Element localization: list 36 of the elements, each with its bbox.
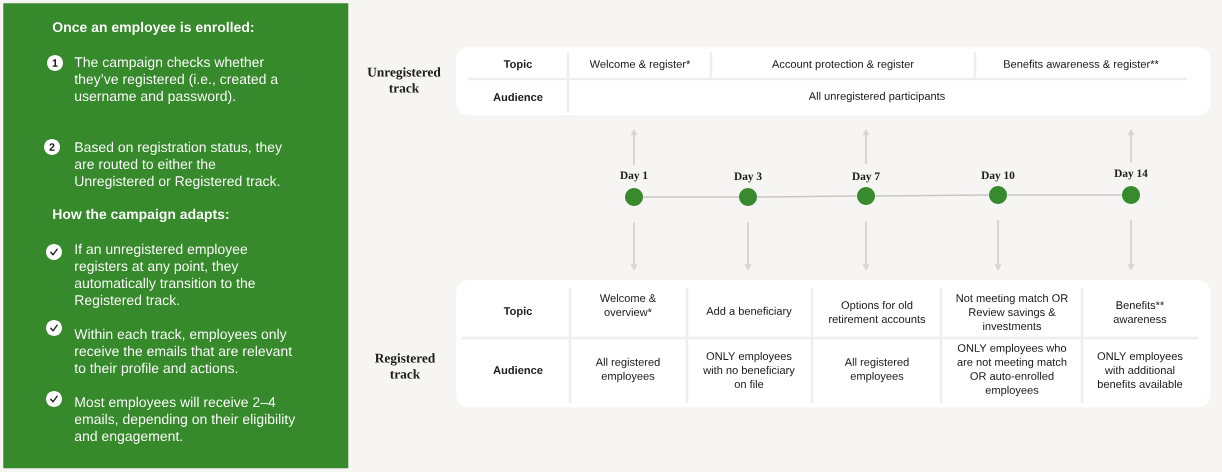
table-text: ONLY employees with no beneficiary on file	[703, 351, 795, 389]
connector-line	[642, 196, 740, 198]
row-heading: Topic	[503, 306, 533, 318]
row-heading: Audience	[493, 92, 543, 102]
row-heading: Audience	[493, 365, 543, 375]
row-heading: Topic	[503, 59, 533, 71]
paragraph: Within each track, employees only receive the emails that are relevant to their profile and actions.	[74, 328, 292, 376]
table-text: Benefits** awareness	[1113, 300, 1167, 324]
table-text: ONLY employees who are not meeting match OR auto-enrolled employees	[957, 343, 1067, 397]
day-label: Day 14	[1114, 169, 1148, 180]
day-label: Day 1	[620, 171, 648, 182]
table-text: All registered employees	[844, 357, 909, 383]
connector-line	[874, 194, 990, 197]
table-text: Benefits awareness & register**	[1004, 59, 1159, 71]
day-label: Day 3	[734, 172, 762, 183]
panel-heading: Once an employee is enrolled:	[52, 21, 254, 35]
table-text: ONLY employees with additional benefits available	[1097, 351, 1183, 389]
table-text: Options for old retirement accounts	[829, 300, 926, 324]
track-title: Registered track	[375, 353, 436, 379]
connector-line	[756, 195, 858, 198]
table-text: All registered employees	[595, 357, 660, 383]
paragraph: Based on registration status, they are routed to either the Unregistered or Registered track.	[74, 141, 282, 189]
track-title: Unregistered track	[367, 67, 441, 93]
table-text: Welcome & overview*	[599, 293, 656, 317]
table-text: Not meeting match OR Review savings & investments	[956, 293, 1068, 331]
table-text: All unregistered participants	[808, 91, 945, 103]
table-text: Account protection & register	[772, 59, 914, 71]
paragraph: The campaign checks whether they’ve registered (i.e., created a username and password).	[74, 56, 279, 104]
day-label: Day 7	[852, 172, 880, 183]
panel-heading: How the campaign adapts:	[53, 208, 229, 222]
table-text: Welcome & register*	[589, 59, 691, 71]
paragraph: Most employees will receive 2–4 emails, depending on their eligibility and engagement.	[74, 396, 296, 444]
day-label: Day 10	[981, 171, 1015, 182]
connector-line	[1006, 194, 1123, 196]
paragraph: If an unregistered employee registers at any point, they automatically transition to the Registered track.	[74, 243, 255, 308]
table-text: Add a beneficiary	[706, 306, 792, 318]
